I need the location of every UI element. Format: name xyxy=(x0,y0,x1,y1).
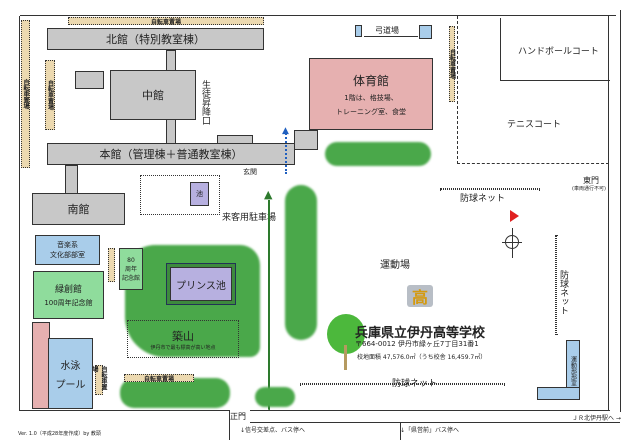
bike-parking-pool: 自転車置場 xyxy=(91,365,107,395)
footer-version: Ver. 1.0（平成28年度作成）by 教頭 xyxy=(18,431,101,437)
sports-club-rooms-base xyxy=(537,387,580,400)
main-gate-label: 正門 xyxy=(230,412,246,421)
ball-net-label-bottom: 防球ネット xyxy=(392,379,438,389)
entrance-label: 玄関 xyxy=(243,168,257,176)
sports-club-rooms[interactable]: 運動部部室 xyxy=(566,340,580,400)
east-gate-label: 東門 xyxy=(583,176,599,185)
signal-direction: ↓信号交差点、バス停へ xyxy=(240,427,306,434)
ball-net-right xyxy=(555,235,557,335)
ball-net-top xyxy=(440,188,540,190)
entrance-plot xyxy=(140,175,220,215)
gymnasium[interactable]: 体育館 1階は、格技場、 トレーニング室、食堂 xyxy=(309,58,433,130)
arrow-head: ▲ xyxy=(282,126,289,136)
green-arrow xyxy=(240,200,270,410)
road-side xyxy=(229,410,230,440)
ball-net-label-right: 防球ネット xyxy=(558,270,568,315)
middle-building[interactable]: 中館 xyxy=(110,70,196,120)
road-bottom xyxy=(250,422,620,423)
east-gate-note: (車両通行不可) xyxy=(572,186,606,192)
tree-trunk xyxy=(344,345,347,370)
swimming-pool[interactable]: 水泳プール xyxy=(48,338,93,409)
flag-icon xyxy=(510,210,519,222)
handball-label: ハンドボールコート xyxy=(518,47,599,57)
small-pond: 池 xyxy=(190,182,209,206)
ground-label: 運動場 xyxy=(380,260,410,271)
school-logo: 高 xyxy=(407,285,433,307)
jr-direction: ＪＲ北伊丹駅へ → xyxy=(572,415,621,422)
tsukiyama[interactable]: 築山 伊丹市で最も標高が高い地点 xyxy=(127,320,239,358)
road-right-inner xyxy=(608,16,609,410)
front-lawn-right xyxy=(255,387,295,407)
bike-parking-memorial xyxy=(108,248,115,282)
bike-parking-left: 自転車置場 xyxy=(21,20,30,168)
boundary-bottom-right xyxy=(250,410,610,411)
bike-parking-inner: 自転車置場 xyxy=(45,60,55,130)
south-building[interactable]: 南館 xyxy=(32,193,125,225)
bus-kenei-direction: ↓「県営前」バス停へ xyxy=(400,427,460,434)
middle-annex xyxy=(75,71,104,89)
archery-line xyxy=(364,36,418,37)
green-arrow-head: ▲ xyxy=(264,188,273,201)
gym-lawn xyxy=(325,142,431,166)
student-entrance-label: 生徒昇降口 xyxy=(200,80,210,125)
entrance-arrow-icon xyxy=(285,130,287,174)
gym-connector xyxy=(294,130,318,150)
front-lawn-left xyxy=(120,378,230,408)
archery-box-right xyxy=(419,25,432,39)
prince-pond[interactable]: プリンス池 xyxy=(166,263,236,305)
handball-court[interactable] xyxy=(500,18,610,81)
bike-parking-top: 自転車置場 xyxy=(68,17,264,26)
walkway-lawn xyxy=(285,185,317,340)
road-side-2 xyxy=(400,422,401,440)
school-area: 校地面積 47,576.0㎡（うち校舎 16,459.7㎡） xyxy=(357,354,487,361)
south-connector xyxy=(65,165,78,195)
ball-net-bottom xyxy=(300,383,505,385)
tennis-fence xyxy=(457,16,609,164)
target-cross-v xyxy=(512,228,513,258)
main-building[interactable]: 本館（管理棟＋普通教室棟） xyxy=(47,143,295,165)
school-name: 兵庫県立伊丹高等学校 xyxy=(355,326,486,341)
ball-net-label-top: 防球ネット xyxy=(460,194,506,204)
north-building[interactable]: 北館（特別教室棟） xyxy=(47,28,264,50)
bike-parking-gym: 自転車置場 xyxy=(449,26,456,102)
boundary-bottom xyxy=(19,410,229,411)
school-address: 〒664-0012 伊丹市緑ヶ丘7丁目31番1 xyxy=(355,340,479,348)
road-right-outer xyxy=(620,10,621,412)
music-club-rooms[interactable]: 音楽系文化部部室 xyxy=(35,235,100,265)
archery-label: 弓道場 xyxy=(375,26,399,35)
tennis-label: テニスコート xyxy=(507,120,562,130)
boundary-left xyxy=(19,16,20,411)
bike-parking-bottom: 自転車置場 xyxy=(124,374,194,383)
archery-box-left xyxy=(355,25,362,37)
boundary-top xyxy=(20,15,616,16)
